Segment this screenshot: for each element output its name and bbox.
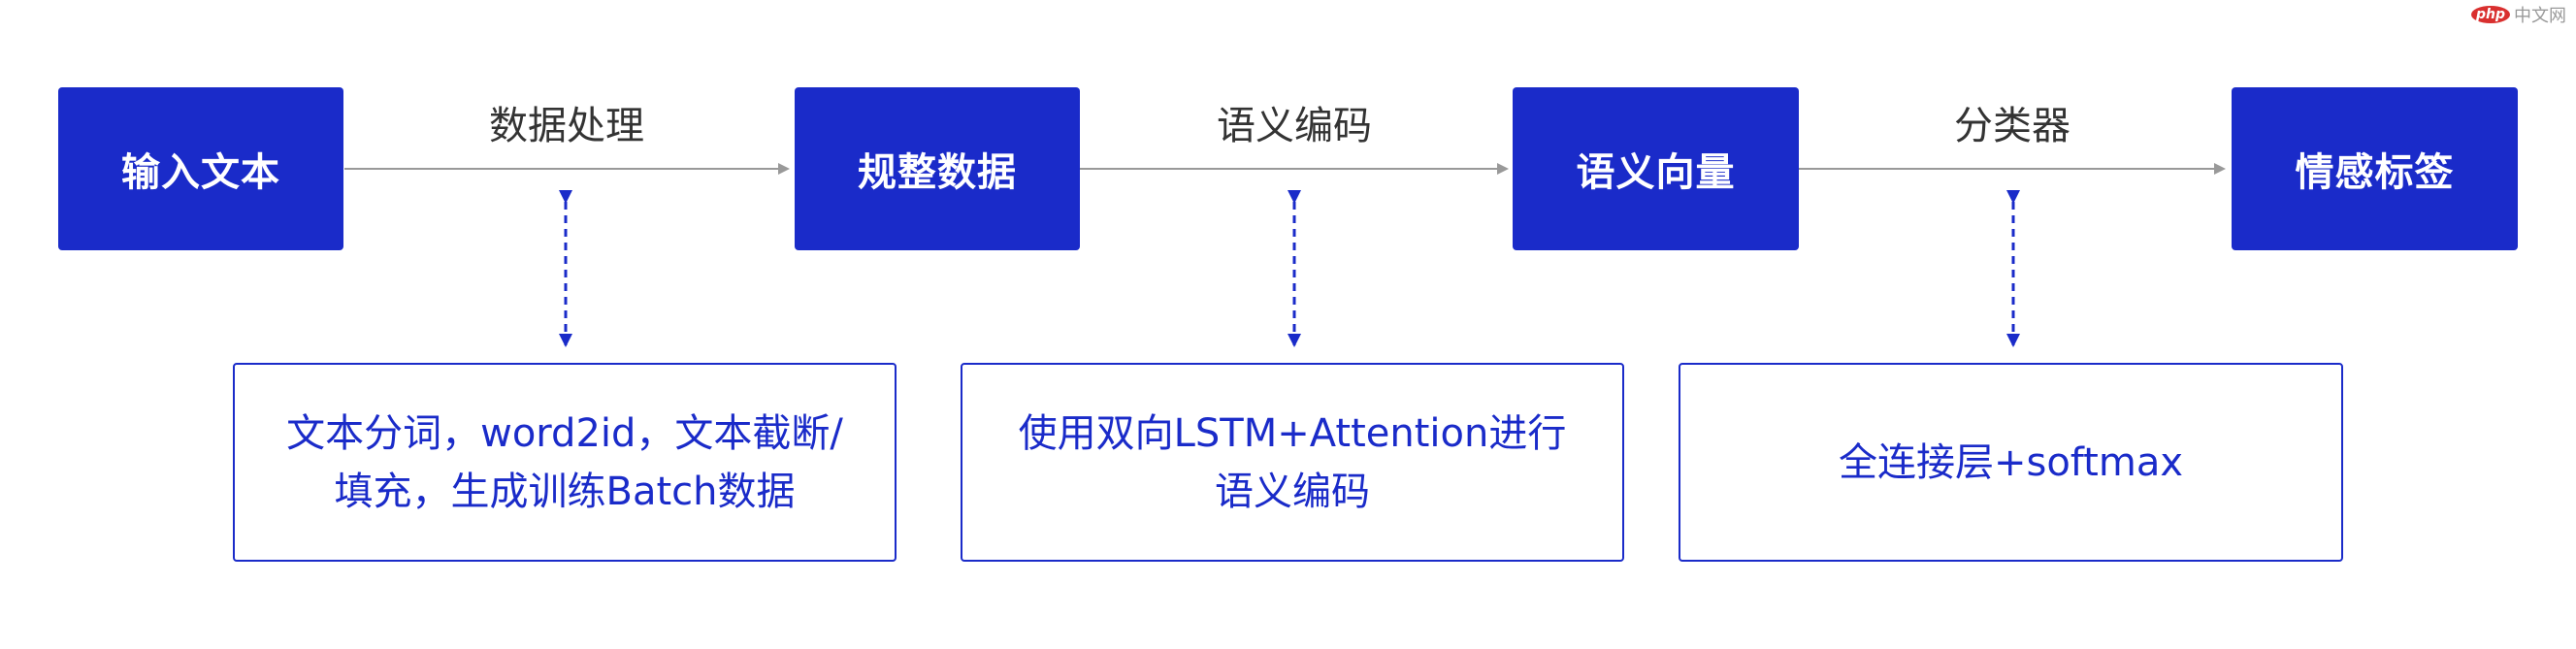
note-line: 语义编码 xyxy=(1215,469,1370,514)
note-semantic-encoding: 使用双向LSTM+Attention进行 语义编码 xyxy=(961,363,1624,562)
node-label: 输入文本 xyxy=(121,150,280,195)
watermark: php 中文网 xyxy=(2470,2,2566,27)
node-label: 语义向量 xyxy=(1576,150,1736,195)
note-classifier: 全连接层+softmax xyxy=(1679,363,2343,562)
node-label: 规整数据 xyxy=(858,150,1017,195)
note-line: 使用双向LSTM+Attention进行 xyxy=(1018,410,1567,456)
edge-label-data-processing: 数据处理 xyxy=(489,104,644,148)
node-semantic-vector: 语义向量 xyxy=(1513,87,1799,250)
edge-label-classifier: 分类器 xyxy=(1954,104,2071,148)
note-data-processing: 文本分词，word2id，文本截断/ 填充，生成训练Batch数据 xyxy=(233,363,897,562)
node-sentiment-label: 情感标签 xyxy=(2232,87,2518,250)
node-normalized-data: 规整数据 xyxy=(795,87,1080,250)
note-line: 文本分词，word2id，文本截断/ xyxy=(286,410,843,456)
watermark-logo: php xyxy=(2470,6,2510,23)
note-line: 全连接层+softmax xyxy=(1838,439,2184,485)
note-line: 填充，生成训练Batch数据 xyxy=(334,469,796,514)
node-input-text: 输入文本 xyxy=(58,87,343,250)
watermark-text: 中文网 xyxy=(2514,6,2566,26)
edge-label-semantic-encoding: 语义编码 xyxy=(1217,104,1372,148)
node-label: 情感标签 xyxy=(2295,150,2455,195)
